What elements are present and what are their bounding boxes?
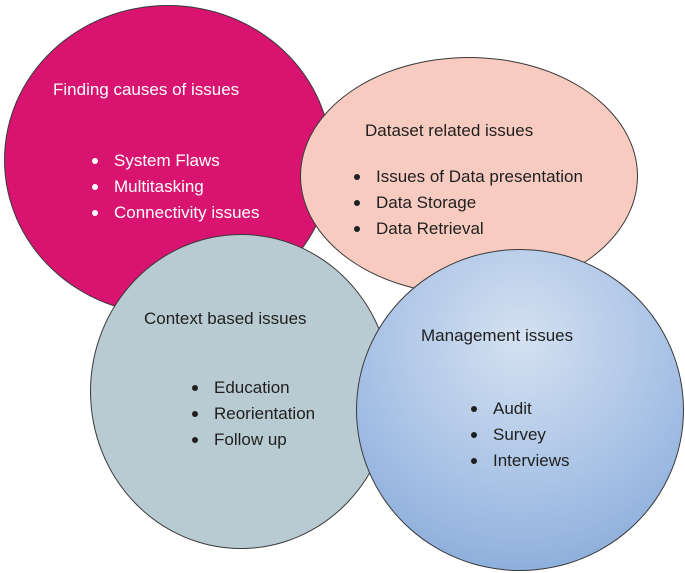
management-issues-circle (356, 249, 684, 571)
context-issues-circle (90, 234, 392, 549)
list-item: Connectivity issues (88, 200, 260, 226)
list-item: Audit (467, 396, 570, 422)
management-issues-list: Audit Survey Interviews (467, 396, 570, 474)
list-item: Reorientation (188, 401, 315, 427)
list-item: Education (188, 375, 315, 401)
list-item: Follow up (188, 427, 315, 453)
finding-causes-list: System Flaws Multitasking Connectivity i… (88, 148, 260, 226)
management-issues-heading: Management issues (421, 326, 574, 345)
list-item: Issues of Data presentation (350, 164, 583, 190)
list-item: Interviews (467, 448, 570, 474)
finding-causes-heading: Finding causes of issues (53, 80, 240, 99)
list-item: System Flaws (88, 148, 260, 174)
list-item: Survey (467, 422, 570, 448)
dataset-issues-heading: Dataset related issues (365, 121, 534, 140)
list-item: Data Retrieval (350, 216, 583, 242)
context-issues-heading: Context based issues (144, 309, 307, 328)
list-item: Data Storage (350, 190, 583, 216)
context-issues-list: Education Reorientation Follow up (188, 375, 315, 453)
list-item: Multitasking (88, 174, 260, 200)
dataset-issues-list: Issues of Data presentation Data Storage… (350, 164, 583, 242)
